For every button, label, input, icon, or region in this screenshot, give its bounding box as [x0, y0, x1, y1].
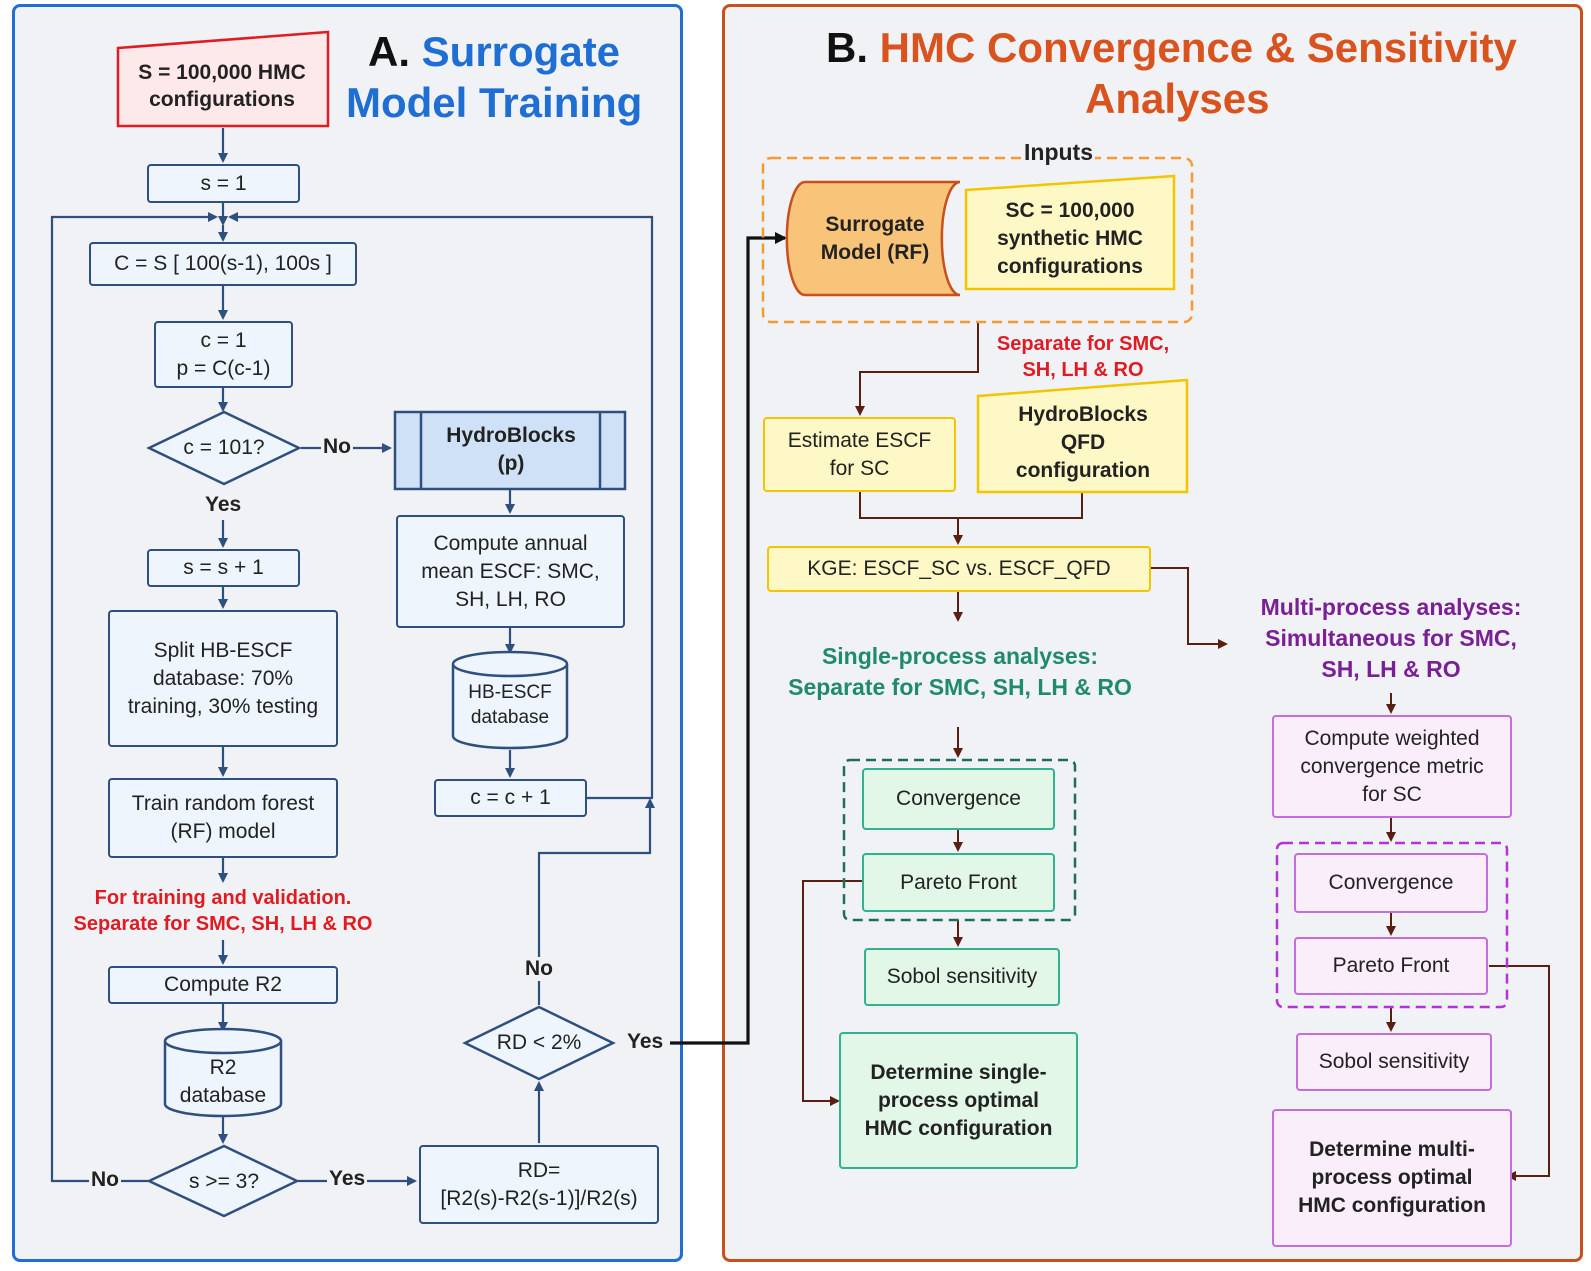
- train-node: Train random forest (RF) model: [108, 778, 338, 858]
- single-optimal-node: Determine single-process optimal HMC con…: [839, 1032, 1078, 1169]
- training-note-line2: Separate for SMC, SH, LH & RO: [73, 913, 373, 935]
- s-check-label: s >= 3?: [188, 1170, 260, 1193]
- c-init-line1: c = 1: [200, 328, 247, 352]
- arrow-pareto-to-opt-m: [1489, 965, 1550, 1181]
- label-rd-check-yes: Yes: [627, 1030, 664, 1053]
- c-init-node: c = 1 p = C(c-1): [154, 321, 293, 388]
- c-select-node: C = S [ 100(s-1), 100s ]: [89, 242, 357, 286]
- rd-check-label: RD < 2%: [496, 1031, 582, 1054]
- start-node: S = 100,000 HMC configurations: [138, 61, 306, 111]
- arrow-pareto-to-opt-s: [802, 880, 862, 1106]
- s-check-shape: [146, 1144, 300, 1218]
- single-heading: Single-process analyses: Separate for SM…: [740, 641, 1180, 703]
- s-init-node: s = 1: [147, 164, 300, 203]
- arrow-rd-check-no: [537, 798, 655, 1005]
- hb-qfd-node: HydroBlocks QFD configuration: [1015, 403, 1151, 482]
- multi-heading-line3: SH, LH & RO: [1321, 656, 1461, 682]
- hb-db-shape: [451, 664, 569, 750]
- sobol-single: Sobol sensitivity: [864, 948, 1060, 1006]
- training-note-line1: For training and validation.: [94, 887, 352, 909]
- hb-qfd-shape: [976, 378, 1189, 494]
- panel-b-letter: B.: [826, 24, 868, 71]
- rd-line1: RD=: [517, 1158, 561, 1182]
- c-init-line2: p = C(c-1): [176, 356, 271, 380]
- inputs-group: [761, 156, 1194, 324]
- multi-optimal-node: Determine multi-process optimal HMC conf…: [1272, 1109, 1512, 1247]
- arrow-kge-multi: [1151, 567, 1228, 649]
- r2-db-label: R2 database: [179, 1056, 267, 1107]
- arrow-c-inc-loop: [228, 212, 654, 800]
- c-inc-node: c = c + 1: [434, 779, 587, 817]
- convergence-multi: Convergence: [1294, 853, 1488, 913]
- hydroblocks-line1: HydroBlocks: [446, 424, 576, 447]
- separate-note: Separate for SMC, SH, LH & RO: [983, 331, 1183, 383]
- multi-group: [1275, 841, 1509, 1009]
- hydroblocks-line2: (p): [497, 452, 525, 475]
- panel-a-letter: A.: [368, 28, 410, 75]
- single-heading-line1: Single-process analyses:: [821, 643, 1099, 669]
- hydroblocks-shape: [393, 410, 627, 491]
- hb-db-label: HB-ESCF database: [468, 682, 552, 728]
- rd-check-shape: [462, 1005, 616, 1081]
- compute-r2-node: Compute R2: [108, 966, 338, 1004]
- single-heading-line2: Separate for SMC, SH, LH & RO: [788, 674, 1132, 700]
- weighted-metric-node: Compute weighted convergence metric for …: [1272, 715, 1512, 818]
- separate-note-line2: SH, LH & RO: [1022, 359, 1144, 381]
- arrow-rd-yes-to-inputs: [670, 232, 787, 1045]
- arrow-inputs-to-estimate: [855, 323, 979, 416]
- training-note: For training and validation. Separate fo…: [40, 885, 406, 937]
- multi-heading: Multi-process analyses: Simultaneous for…: [1228, 592, 1554, 685]
- label-s-check-yes: Yes: [327, 1167, 368, 1191]
- label-c-check-yes: Yes: [203, 493, 244, 517]
- sc-node: SC = 100,000 synthetic HMC configuration…: [997, 199, 1143, 278]
- surrogate-shape: [785, 180, 961, 297]
- sobol-multi: Sobol sensitivity: [1296, 1033, 1492, 1091]
- compute-escf-node: Compute annual mean ESCF: SMC, SH, LH, R…: [396, 515, 625, 628]
- r2-db-shape: [163, 1041, 283, 1118]
- panel-b-title: B. HMC Convergence & Sensitivity: [826, 22, 1517, 74]
- panel-b-title-line2: Analyses: [1085, 75, 1270, 122]
- panel-b-title-line1: HMC Convergence & Sensitivity: [879, 24, 1517, 71]
- kge-node: KGE: ESCF_SC vs. ESCF_QFD: [767, 546, 1151, 592]
- split-node: Split HB-ESCF database: 70% training, 30…: [108, 610, 338, 747]
- inputs-label: Inputs: [1022, 139, 1095, 166]
- c-check-label: c = 101?: [183, 436, 265, 459]
- surrogate-node: Surrogate Model (RF): [820, 213, 930, 264]
- label-c-check-no: No: [321, 435, 353, 459]
- convergence-single: Convergence: [862, 768, 1055, 830]
- start-shape: [116, 30, 330, 128]
- rd-node: RD= [R2(s)-R2(s-1)]/R2(s): [419, 1145, 659, 1224]
- estimate-node: Estimate ESCF for SC: [763, 417, 956, 492]
- c-check-shape: [146, 410, 302, 486]
- panel-a-title: A. Surrogate: [368, 26, 620, 78]
- sc-shape: [964, 174, 1176, 291]
- multi-heading-line1: Multi-process analyses:: [1260, 594, 1522, 620]
- panel-a-title-line1: Surrogate: [421, 28, 621, 75]
- rd-line2: [R2(s)-R2(s-1)]/R2(s): [440, 1186, 638, 1210]
- arrow-merge-lines: [859, 492, 1083, 519]
- multi-heading-line2: Simultaneous for SMC,: [1265, 625, 1517, 651]
- s-inc-node: s = s + 1: [147, 549, 300, 587]
- label-rd-check-no: No: [523, 957, 555, 981]
- pareto-multi: Pareto Front: [1294, 937, 1488, 995]
- label-s-check-no: No: [89, 1168, 121, 1192]
- hydroblocks-node: HydroBlocks (p): [425, 416, 597, 484]
- panel-a-title-line2: Model Training: [346, 79, 643, 126]
- separate-note-line1: Separate for SMC,: [996, 333, 1170, 355]
- pareto-single: Pareto Front: [862, 853, 1055, 912]
